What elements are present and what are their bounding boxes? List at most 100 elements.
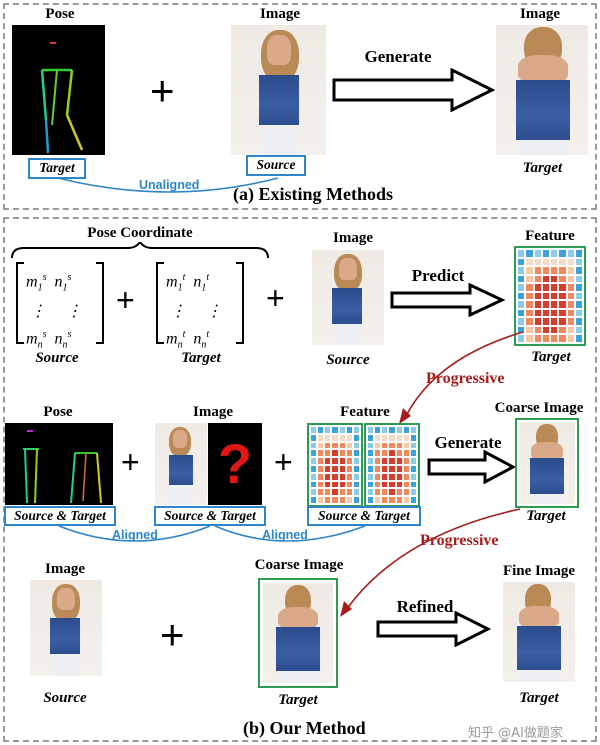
feature-cell: [331, 488, 339, 497]
feature-cell: [533, 257, 542, 267]
top-source-label: Source: [246, 155, 306, 176]
feature-cell: [550, 274, 559, 284]
feature-cell: [541, 325, 550, 335]
feature-cell: [566, 300, 575, 309]
feature-cell: [574, 334, 583, 343]
feature-cell: [310, 457, 318, 465]
refined-label: Refined: [396, 597, 454, 616]
coarse-image-frame: [515, 418, 579, 508]
feature-cell: [317, 457, 325, 465]
feature-cell: [550, 291, 559, 301]
feature-cell: [367, 488, 375, 497]
feature-cell: [324, 488, 332, 497]
feature-cell: [374, 496, 382, 504]
feature-cell: [395, 433, 403, 442]
aligned-label-2: Aligned: [262, 528, 308, 542]
feature-cell: [310, 433, 318, 442]
target-feature-map: [367, 426, 417, 504]
feature-cell: [409, 441, 417, 450]
bottom-caption: (b) Our Method: [243, 718, 366, 738]
feature-cell: [558, 249, 567, 258]
feature-cell: [550, 334, 559, 343]
feature-cell: [374, 426, 382, 434]
feature-cell: [352, 480, 360, 489]
image-coarse-plus: +: [160, 611, 185, 658]
progressive-label-2: Progressive: [420, 532, 499, 549]
feature-cell: [558, 283, 567, 292]
feature-cell: [310, 488, 318, 497]
feature-cell: [331, 457, 339, 465]
feature-cell: [324, 449, 332, 458]
feature-cell: [558, 317, 567, 326]
question-mark-icon: ?: [217, 432, 253, 495]
aligned-connector: [58, 525, 366, 542]
coarse-image-label: Coarse Image: [494, 400, 584, 416]
feature-cell: [367, 472, 375, 481]
feature-cell: [574, 249, 583, 258]
feature-cell: [352, 496, 360, 504]
feature-cell: [525, 308, 534, 318]
target-matrix-left-bracket: [156, 262, 164, 344]
feature-cell: [367, 480, 375, 489]
feature-cell: [374, 449, 382, 458]
source-image-label: Image: [333, 230, 373, 246]
source-photo-3: [30, 580, 102, 676]
feature-cell: [402, 480, 410, 489]
feature-cell: [331, 441, 339, 450]
feature-cell: [550, 317, 559, 326]
feature-cell: [525, 334, 534, 343]
feature-cell: [345, 433, 353, 442]
feature-cell: [310, 441, 318, 450]
target-matrix-label: Target: [181, 350, 221, 366]
coarse-photo-2: [263, 583, 333, 683]
feature-cell: [533, 334, 542, 343]
feature-cell: [338, 433, 346, 442]
feature-cell: [550, 300, 559, 309]
feature-cell: [541, 291, 550, 301]
feature-cell: [381, 472, 389, 481]
feature-cell: [533, 249, 542, 258]
source-feature-frame: [307, 423, 363, 507]
feature-cell: [525, 274, 534, 284]
feature-cell: [541, 308, 550, 318]
feature-cell: [550, 257, 559, 267]
feature-cell: [352, 472, 360, 481]
feature-cell: [558, 308, 567, 318]
feature-cell: [345, 465, 353, 473]
feature-cell: [352, 426, 360, 434]
feature-cell: [566, 266, 575, 275]
feature-cell: [550, 249, 559, 258]
source-pose-image: [5, 423, 59, 505]
feature-cell: [558, 300, 567, 309]
fine-target-label: Target: [519, 690, 559, 706]
feature-cell: [402, 426, 410, 434]
feature-cell: [395, 465, 403, 473]
feature-cell: [566, 257, 575, 267]
feature-cell: [402, 465, 410, 473]
unknown-target-image: ?: [208, 423, 262, 505]
feature-cell: [566, 317, 575, 326]
feature-cell: [317, 472, 325, 481]
feature-cell: [317, 433, 325, 442]
coarse-image-label-2: Coarse Image: [254, 557, 344, 573]
top-source-photo: [231, 25, 326, 155]
top-plus: +: [150, 67, 175, 114]
feature-cell: [533, 317, 542, 326]
feature-cell: [558, 266, 567, 275]
pose-coordinate-label: Pose Coordinate: [87, 225, 193, 241]
feature-cell: [338, 472, 346, 481]
feature-cell: [324, 457, 332, 465]
feature-cell: [517, 300, 526, 309]
feature-cell: [352, 441, 360, 450]
feature-label: Feature: [525, 228, 575, 244]
top-generate-arrow-icon: [332, 68, 496, 112]
feature-cell: [409, 488, 417, 497]
progressive-arrow-2: [340, 508, 521, 617]
feature-cell: [409, 433, 417, 442]
pose-image-plus: +: [121, 444, 140, 480]
feature-cell: [566, 283, 575, 292]
feature-cell: [574, 266, 583, 275]
feature-cell: [550, 325, 559, 335]
feature-cell: [338, 480, 346, 489]
top-generate-label: Generate: [364, 47, 432, 66]
